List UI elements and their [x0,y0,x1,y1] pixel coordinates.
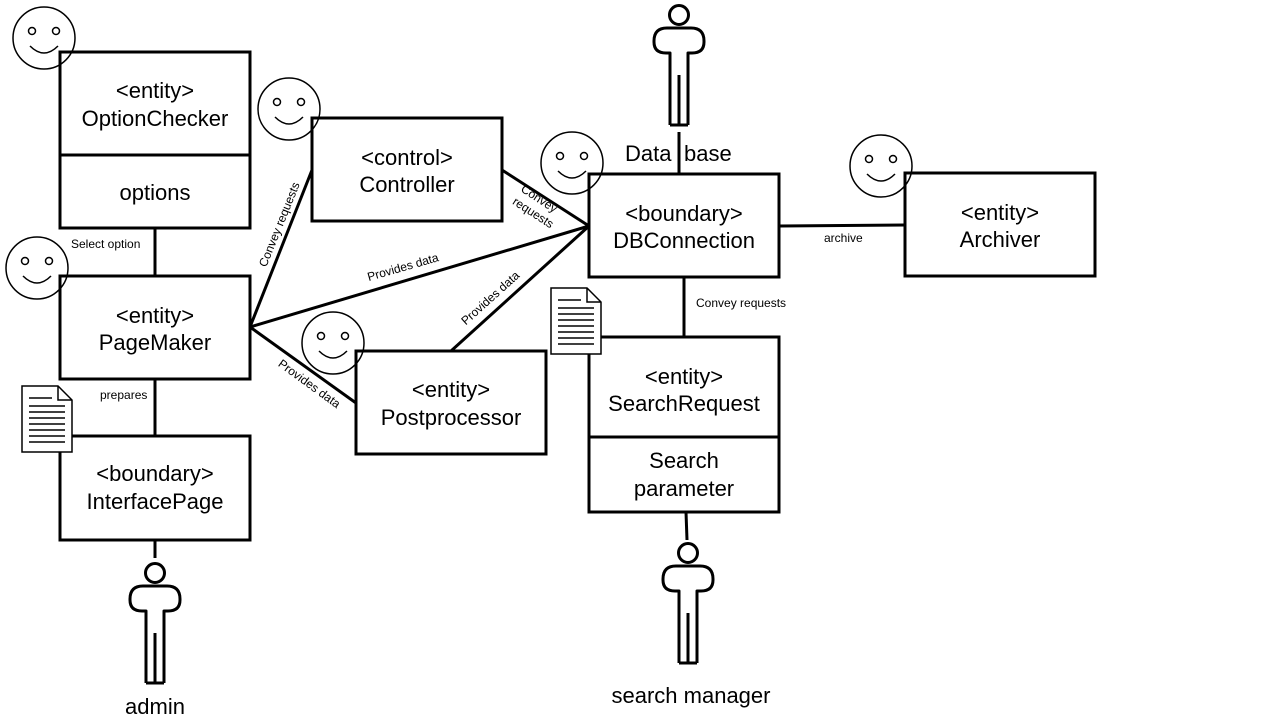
connections [153,132,906,558]
optionchecker-class: <entity> OptionChecker options [58,50,252,230]
smiley-icon [5,236,69,300]
optionchecker-stereotype: <entity> [116,78,194,103]
controller-name: Controller [359,172,454,197]
dbconnection-class: <boundary> DBConnection [587,172,781,279]
label-provides-data-pagemaker-db: Provides data [366,250,441,284]
dbconnection-box [587,172,781,279]
controller-stereotype: <control> [361,145,453,170]
edge-controller-dbconnection [501,168,590,228]
edge-dbconnection-archiver [779,223,906,228]
searchrequest-attribute-line2: parameter [634,476,734,501]
postprocessor-class: <entity> Postprocessor [354,349,548,456]
optionchecker-name: OptionChecker [82,106,229,131]
interfacepage-stereotype: <boundary> [96,461,213,486]
searchrequest-class: <entity> SearchRequest Search parameter [587,335,781,514]
postprocessor-name: Postprocessor [381,405,522,430]
optionchecker-attribute: options [120,180,191,205]
document-icon [21,385,73,453]
searchrequest-name: SearchRequest [608,391,760,416]
stick-figure-icon [661,542,715,665]
postprocessor-stereotype: <entity> [412,377,490,402]
pagemaker-stereotype: <entity> [116,303,194,328]
label-prepares: prepares [100,388,147,402]
database-label-part2: base [684,141,732,166]
archiver-class: <entity> Archiver [903,171,1097,278]
edge-pagemaker-dbconnection [249,224,590,329]
edge-postprocessor-dbconnection [449,224,591,353]
label-select-option: Select option [71,237,140,251]
search-manager-actor: search manager [612,542,771,708]
search-manager-label: search manager [612,683,771,708]
document-icon [550,287,602,355]
label-provides-data-pagemaker-post: Provides data [276,357,344,412]
searchrequest-box [587,335,781,514]
pagemaker-box [58,274,252,381]
controller-class: <control> Controller [310,116,504,223]
pagemaker-class: <entity> PageMaker [58,274,252,381]
smiley-icon [301,311,365,375]
database-actor: Data base [625,4,732,166]
edge-pagemaker-postprocessor [249,325,357,405]
pagemaker-name: PageMaker [99,330,212,355]
archiver-name: Archiver [960,227,1041,252]
edge-searchrequest-searchmanager [684,511,689,541]
archiver-box [903,171,1097,278]
dbconnection-stereotype: <boundary> [625,201,742,226]
smiley-icon [12,6,76,70]
controller-box [310,116,504,223]
searchrequest-stereotype: <entity> [645,364,723,389]
postprocessor-box [354,349,548,456]
interfacepage-class: <boundary> InterfacePage [58,434,252,542]
optionchecker-box [58,50,252,230]
stick-figure-icon [128,562,182,685]
interfacepage-box [58,434,252,542]
stick-figure-icon [652,4,706,127]
edge-pagemaker-controller [248,169,314,328]
smiley-icon [540,131,604,195]
interfacepage-name: InterfacePage [87,489,224,514]
dbconnection-name: DBConnection [613,228,755,253]
label-archive: archive [824,231,863,245]
admin-label: admin [125,694,185,719]
label-convey-requests-db-searchrequest: Convey requests [696,296,786,310]
label-provides-data-postprocessor-db: Provides data [458,268,522,328]
smiley-icon [849,134,913,198]
searchrequest-attribute-line1: Search [649,448,719,473]
admin-actor: admin [125,562,185,719]
smiley-icon [257,77,321,141]
archiver-stereotype: <entity> [961,200,1039,225]
database-label-part1: Data [625,141,672,166]
